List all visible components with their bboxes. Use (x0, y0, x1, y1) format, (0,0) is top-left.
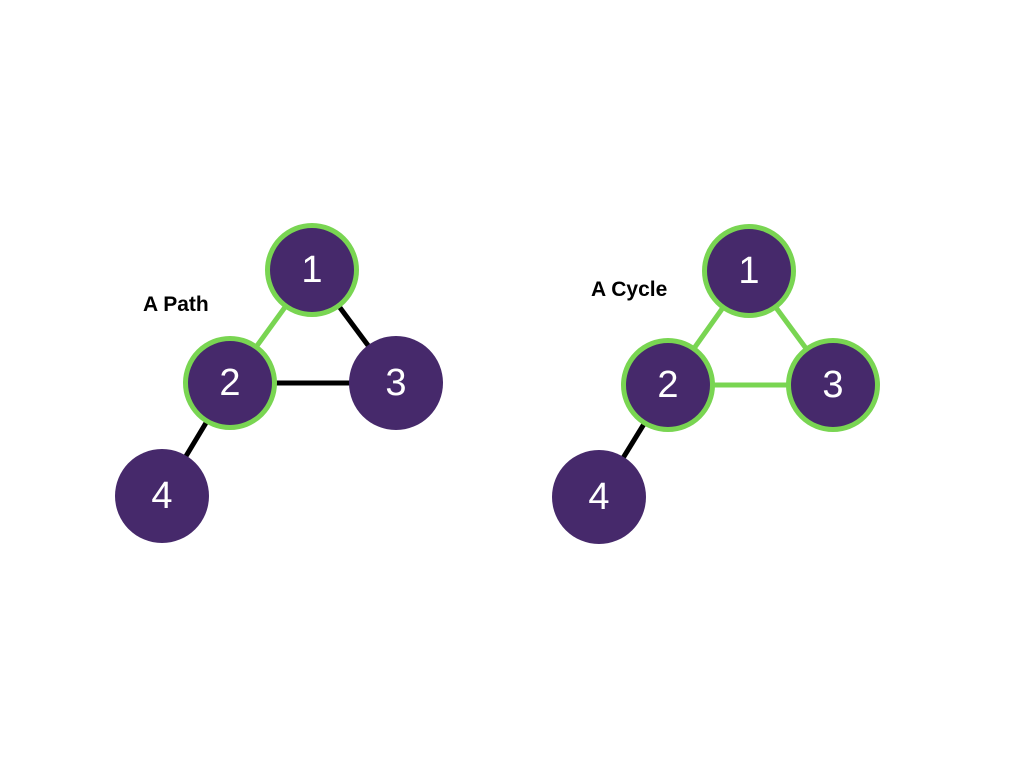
cycle-graph-node-1 (702, 224, 796, 318)
path-graph: 1 2 3 4 A Path (115, 223, 443, 543)
path-graph-node-label-4: 4 (151, 475, 172, 517)
path-graph-nodes: 1 2 3 4 (115, 223, 443, 543)
cycle-graph-node-label-1: 1 (738, 250, 759, 292)
path-graph-node-4 (115, 449, 209, 543)
cycle-graph-node-3 (786, 338, 880, 432)
cycle-graph-caption: A Cycle (591, 278, 667, 301)
path-graph-caption: A Path (143, 293, 209, 316)
cycle-graph-node-label-2: 2 (657, 364, 678, 406)
cycle-graph-node-label-3: 3 (822, 364, 843, 406)
cycle-graph: 1 2 3 4 A Cycle (552, 224, 880, 544)
cycle-graph-node-4 (552, 450, 646, 544)
path-graph-node-2 (183, 336, 277, 430)
path-graph-node-1 (265, 223, 359, 317)
path-graph-node-label-1: 1 (301, 249, 322, 291)
cycle-graph-nodes: 1 2 3 4 (552, 224, 880, 544)
path-graph-node-3 (349, 336, 443, 430)
cycle-graph-node-label-4: 4 (588, 476, 609, 518)
cycle-graph-node-2 (621, 338, 715, 432)
path-graph-node-label-2: 2 (219, 362, 240, 404)
path-graph-node-label-3: 3 (385, 362, 406, 404)
